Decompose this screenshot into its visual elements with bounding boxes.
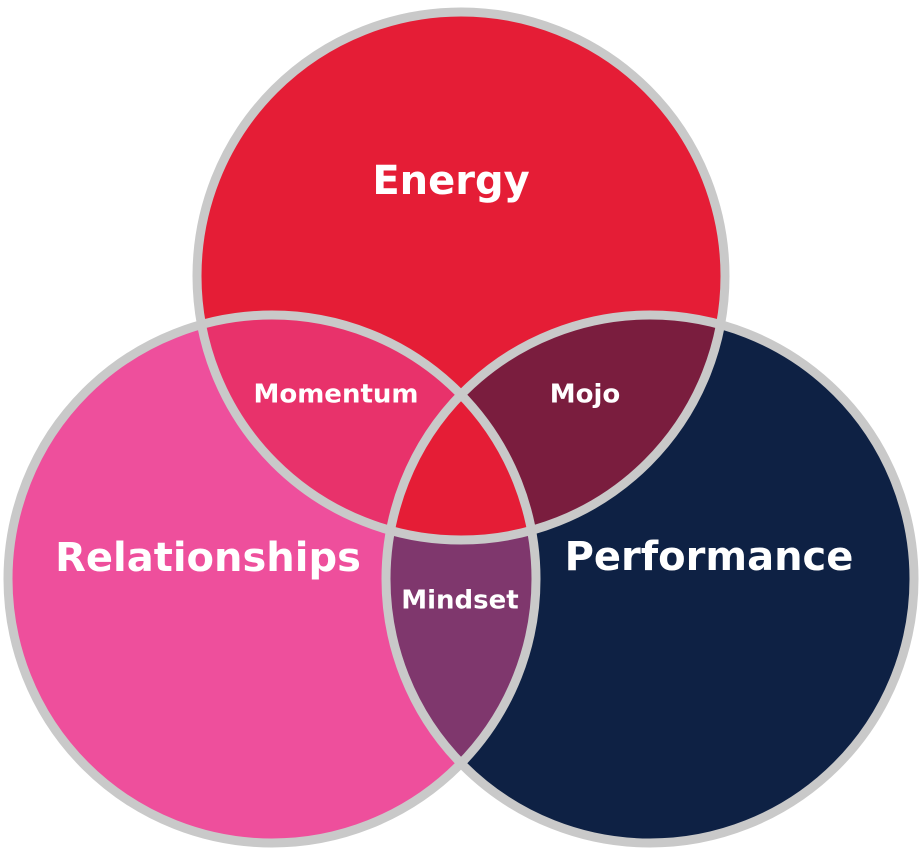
momentum-overlap bbox=[197, 315, 536, 540]
performance-outline bbox=[381, 310, 919, 848]
mindset-label: Mindset bbox=[401, 586, 518, 616]
mojo-overlap bbox=[386, 315, 725, 540]
energy-label: Energy bbox=[372, 158, 529, 204]
performance-label: Performance bbox=[565, 534, 854, 580]
mojo-label: Mojo bbox=[550, 380, 621, 410]
energy-outline bbox=[192, 7, 730, 545]
relationships-label: Relationships bbox=[55, 535, 361, 581]
relationships-outline bbox=[3, 310, 541, 848]
momentum-label: Momentum bbox=[253, 380, 418, 410]
